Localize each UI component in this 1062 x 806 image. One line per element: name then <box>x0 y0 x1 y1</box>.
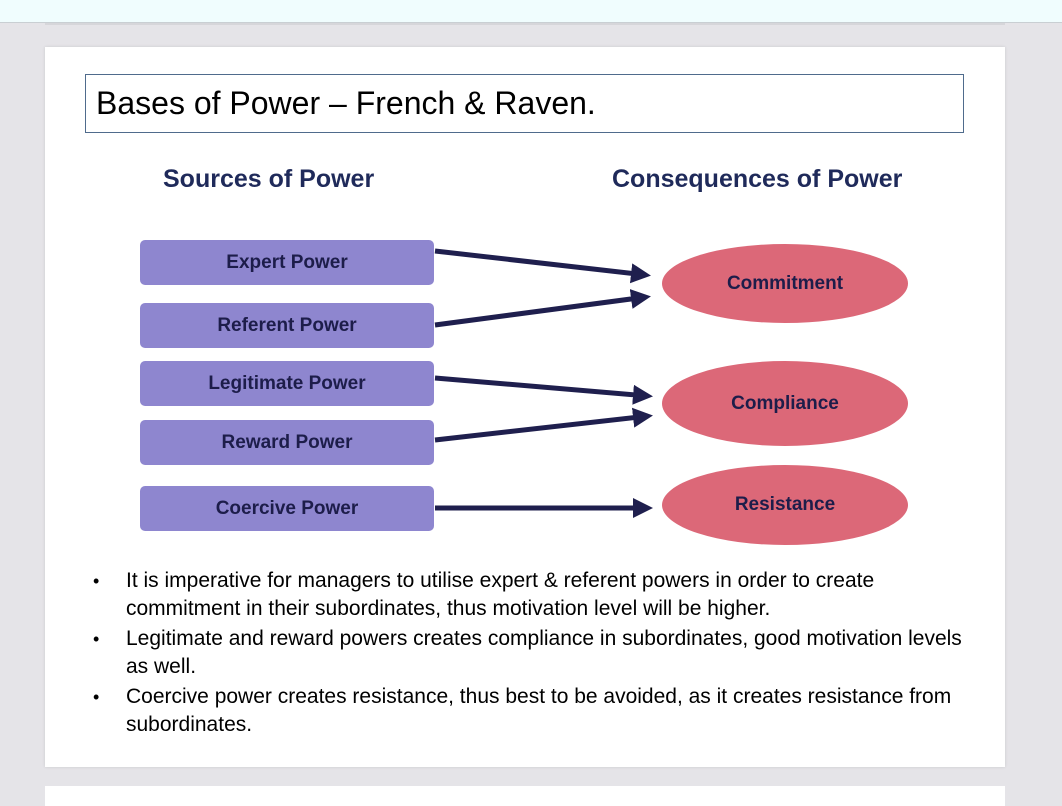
viewer-top-bar <box>0 0 1062 23</box>
arrow-referent-to-commitment <box>434 289 651 328</box>
arrow-reward-to-compliance <box>434 407 653 443</box>
source-reward-power: Reward Power <box>140 420 434 465</box>
previous-slide-edge <box>45 23 1005 25</box>
bullet-symbol: • <box>93 687 100 707</box>
source-legitimate-power: Legitimate Power <box>140 361 434 406</box>
arrow-expert-to-commitment <box>434 248 651 284</box>
bullet-item: •Legitimate and reward powers creates co… <box>93 627 962 678</box>
source-coercive-power: Coercive Power <box>140 486 434 531</box>
consequences-heading: Consequences of Power <box>612 165 903 193</box>
consequence-compliance: Compliance <box>662 361 908 446</box>
bullet-symbol: • <box>93 629 100 649</box>
bullet-symbol: • <box>93 571 100 591</box>
bullet-list: •It is imperative for managers to utilis… <box>93 567 973 741</box>
power-diagram-arrows <box>434 248 653 518</box>
source-expert-power: Expert Power <box>140 240 434 285</box>
bullet-item: •It is imperative for managers to utilis… <box>93 569 875 620</box>
consequence-commitment: Commitment <box>662 244 908 323</box>
slide: Bases of Power – French & Raven. Sources… <box>45 47 1005 767</box>
bullet-item: •Coercive power creates resistance, thus… <box>93 685 952 736</box>
consequence-resistance: Resistance <box>662 465 908 545</box>
sources-heading: Sources of Power <box>163 165 375 193</box>
slide-title: Bases of Power – French & Raven. <box>85 74 964 133</box>
arrow-legitimate-to-compliance <box>434 375 653 405</box>
next-slide-edge <box>45 786 1005 806</box>
source-referent-power: Referent Power <box>140 303 434 348</box>
